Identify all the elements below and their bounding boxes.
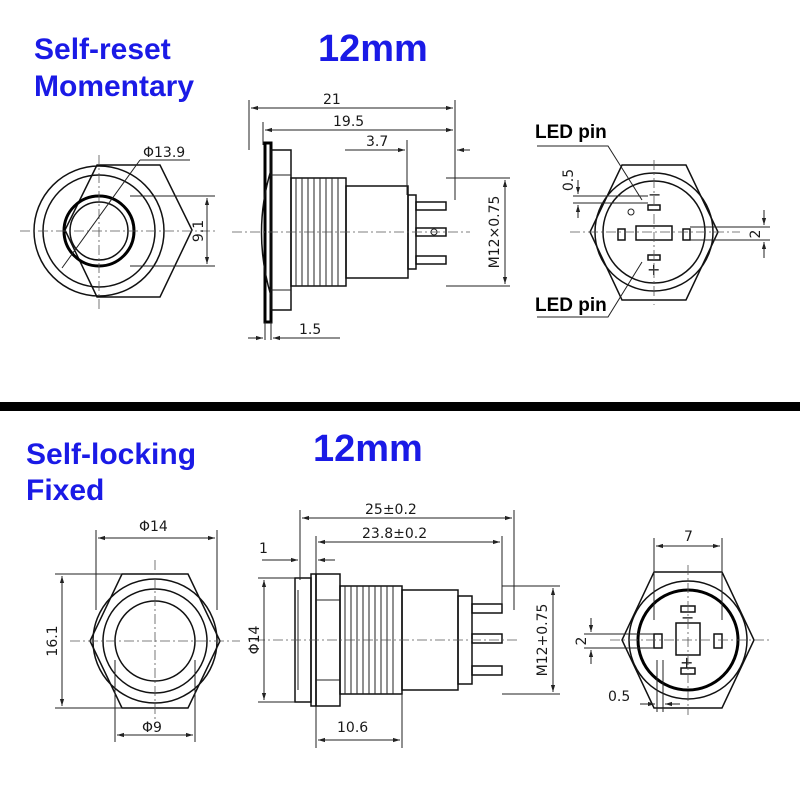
bottom-thread-len-label: 10.6 bbox=[337, 720, 368, 736]
bottom-len-total-label: 25±0.2 bbox=[365, 502, 417, 518]
bottom-diam-outer-label: Φ14 bbox=[139, 519, 168, 535]
bottom-plus-sign: + bbox=[680, 653, 693, 672]
top-led-pin-label-bottom: LED pin bbox=[535, 295, 607, 316]
bottom-len-body-label: 23.8±0.2 bbox=[362, 526, 427, 542]
bottom-thread-label: M12+0.75 bbox=[535, 604, 551, 677]
top-side-view: 21 19.5 3.7 1.5 M12×0.75 bbox=[232, 92, 510, 341]
bottom-height-label: 16.1 bbox=[45, 625, 61, 656]
top-type-line1: Self-reset bbox=[34, 33, 171, 66]
bottom-side-diam-label: Φ14 bbox=[247, 625, 263, 654]
bottom-side-view: 25±0.2 23.8±0.2 1 Φ14 10.6 M12+0.75 bbox=[247, 502, 560, 748]
top-len-body-label: 19.5 bbox=[333, 114, 364, 130]
bottom-minus-sign: − bbox=[681, 608, 694, 627]
top-type-line2: Momentary bbox=[34, 70, 195, 103]
top-rear-view: − + LED pin LED pin 0.5 2 bbox=[535, 122, 770, 318]
top-len-pin-label: 3.7 bbox=[366, 134, 388, 150]
bottom-front-view: Φ14 16.1 Φ9 bbox=[45, 519, 240, 742]
top-minus-sign: − bbox=[648, 185, 661, 204]
bottom-rear-view: − + 7 2 0.5 bbox=[574, 529, 770, 715]
top-flange-label: 1.5 bbox=[299, 322, 321, 338]
top-len-total-label: 21 bbox=[323, 92, 341, 108]
bottom-flange-label: 1 bbox=[259, 541, 268, 557]
top-size-label: 12mm bbox=[318, 28, 428, 70]
bottom-type-line2: Fixed bbox=[26, 474, 105, 507]
section-separator bbox=[0, 402, 800, 411]
top-led-pin-label-top: LED pin bbox=[535, 122, 607, 143]
bottom-rear-width-label: 7 bbox=[684, 529, 693, 545]
bottom-diam-inner-label: Φ9 bbox=[142, 720, 162, 736]
top-pin-offset-label: 0.5 bbox=[561, 169, 577, 191]
top-inner-height-label: 9.1 bbox=[191, 220, 207, 242]
top-thread-label: M12×0.75 bbox=[487, 196, 503, 269]
bottom-pin-gap-label: 2 bbox=[574, 637, 590, 646]
top-pin-gap-label: 2 bbox=[748, 230, 764, 239]
bottom-pin-offset-label: 0.5 bbox=[608, 689, 630, 705]
top-front-view: Φ13.9 9.1 bbox=[20, 145, 215, 310]
bottom-type-line1: Self-locking bbox=[26, 438, 197, 471]
top-diam-outer-label: Φ13.9 bbox=[143, 145, 185, 161]
bottom-size-label: 12mm bbox=[313, 428, 423, 470]
